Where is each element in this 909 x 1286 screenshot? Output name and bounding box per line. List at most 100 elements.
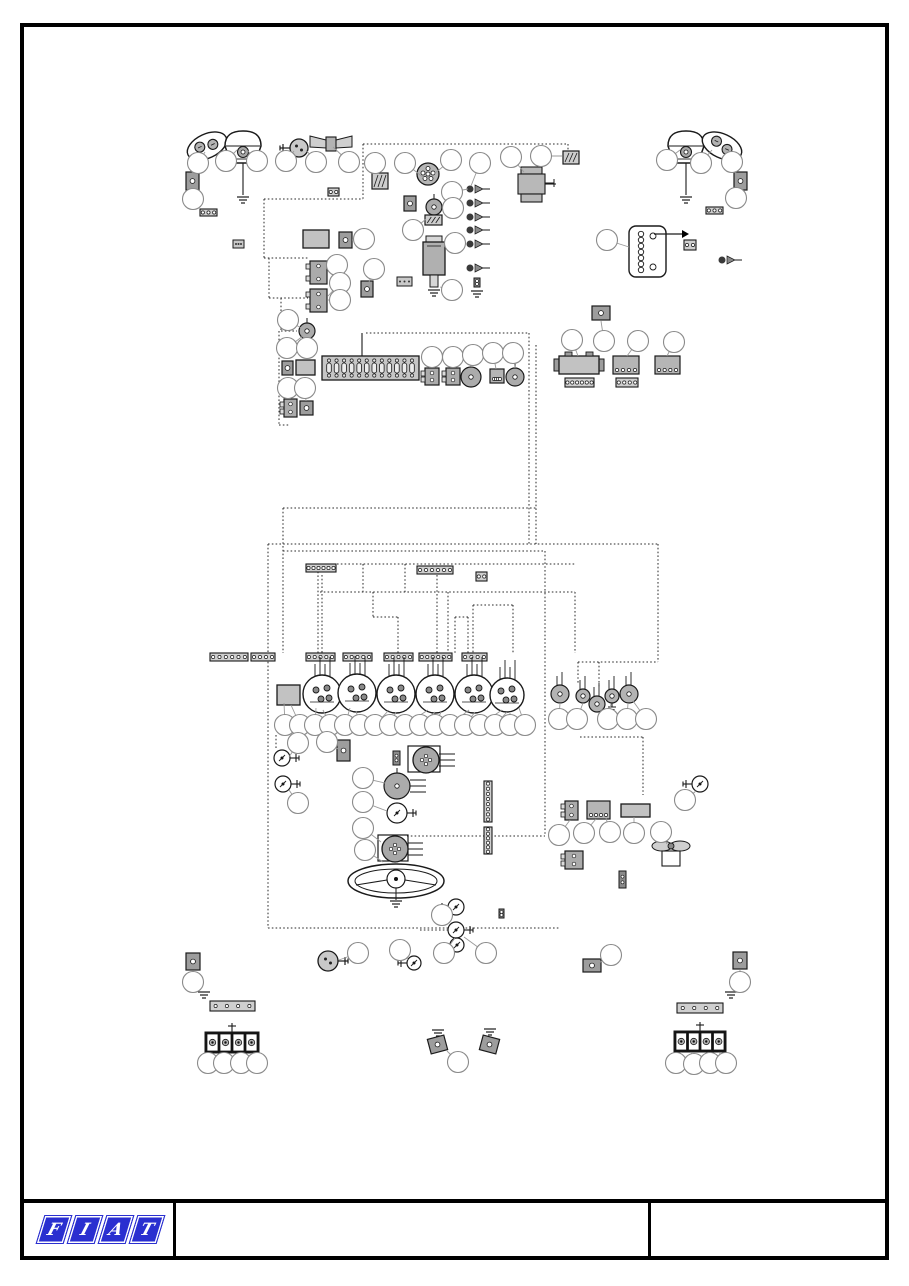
busbar-2 bbox=[615, 377, 639, 388]
switch-wide bbox=[620, 803, 651, 818]
gauge-4 bbox=[415, 657, 455, 714]
horn-switch-top bbox=[279, 138, 309, 158]
conn-vstrip-1 bbox=[483, 780, 493, 823]
connector-2pin-top bbox=[327, 187, 340, 197]
connector-3pin-left bbox=[199, 208, 218, 217]
side-repeater-left bbox=[185, 171, 200, 191]
temp-sender bbox=[424, 214, 443, 226]
gauge-5 bbox=[454, 657, 494, 714]
lamp-unit-bl bbox=[185, 952, 201, 971]
footer-table: F I A T bbox=[24, 1199, 885, 1256]
fuel-gauge-unit bbox=[628, 225, 689, 278]
conn-strip-row-7 bbox=[461, 652, 488, 662]
relay-sm-2 bbox=[299, 400, 314, 416]
connector-3pin-right bbox=[705, 206, 724, 215]
callout-circles bbox=[181, 144, 752, 1076]
spark-plug-6 bbox=[466, 263, 490, 273]
lamp-unit-bm bbox=[582, 958, 602, 973]
main-switch bbox=[295, 359, 316, 376]
sensor-arrow-box bbox=[403, 195, 417, 212]
spark-plug-1 bbox=[466, 184, 490, 194]
brake-switch-2 bbox=[447, 921, 474, 939]
conn-dark bbox=[336, 739, 351, 762]
fog-lamp-left bbox=[426, 1034, 449, 1055]
conn-v-small bbox=[618, 870, 627, 889]
relay-1 bbox=[305, 260, 328, 285]
relay-b bbox=[441, 367, 461, 386]
connector-4dot bbox=[683, 239, 697, 251]
spark-plug-4 bbox=[466, 225, 490, 235]
interior-lamp bbox=[309, 135, 353, 152]
warning-bulb-3 bbox=[588, 683, 606, 713]
ground-pin-top bbox=[473, 277, 481, 288]
busbar-1 bbox=[564, 377, 595, 388]
warning-bulb-4 bbox=[604, 676, 620, 710]
switch-left-2 bbox=[274, 775, 301, 793]
conn-strip-b bbox=[416, 565, 454, 575]
relay-box-top bbox=[371, 172, 389, 190]
conn-strip-row-1 bbox=[209, 652, 249, 662]
conn-strip-row-5 bbox=[383, 652, 414, 662]
conn-strip-row-4 bbox=[342, 652, 373, 662]
steering-wheel bbox=[347, 863, 445, 908]
conn-2v bbox=[392, 750, 401, 766]
control-unit-2 bbox=[654, 355, 681, 375]
ignition-lock bbox=[377, 834, 423, 863]
ignition-switch bbox=[407, 745, 455, 774]
warning-bulb-2 bbox=[575, 676, 591, 704]
striped-box-top bbox=[562, 150, 580, 165]
pin-b bbox=[498, 908, 505, 919]
gauge-6 bbox=[489, 660, 525, 713]
regulator-small bbox=[360, 280, 374, 298]
switch-left-1 bbox=[273, 749, 300, 767]
connector-c bbox=[489, 368, 505, 384]
spark-plug-2 bbox=[466, 198, 490, 208]
arrow-symbol-right bbox=[718, 255, 742, 265]
relay-lower-right bbox=[560, 850, 584, 870]
gauge-1 bbox=[302, 657, 342, 714]
spark-plug-3 bbox=[466, 212, 490, 222]
battery bbox=[553, 351, 605, 375]
control-unit-1 bbox=[612, 355, 640, 375]
relay-right bbox=[586, 800, 611, 820]
lamp-box-b bbox=[591, 305, 611, 321]
spark-plug-5 bbox=[466, 239, 490, 249]
starter-motor bbox=[302, 229, 330, 249]
busbar-br bbox=[676, 1002, 724, 1014]
alternator bbox=[298, 318, 316, 340]
aux-switch bbox=[281, 360, 294, 376]
gauge-3 bbox=[376, 657, 416, 714]
solid-links bbox=[242, 163, 687, 356]
relay-sm-1 bbox=[279, 398, 298, 418]
air-cleaner bbox=[517, 166, 555, 203]
relay-2 bbox=[305, 288, 328, 313]
cluster-module bbox=[276, 684, 301, 706]
rear-cluster-right bbox=[673, 1022, 727, 1053]
distributor bbox=[416, 162, 440, 186]
light-switch bbox=[383, 768, 426, 800]
lamp-box-a bbox=[338, 231, 353, 249]
conn-strip-row-2 bbox=[250, 652, 276, 662]
flasher-unit bbox=[560, 800, 579, 821]
warning-bulb-5 bbox=[619, 672, 639, 704]
switch-right-round bbox=[682, 775, 709, 793]
ignition-coil bbox=[422, 235, 446, 297]
ground-symbols bbox=[198, 196, 737, 1037]
conn-strip-row-6 bbox=[418, 652, 453, 662]
conn-strip-a bbox=[305, 563, 337, 573]
footer-title-cell bbox=[176, 1203, 651, 1256]
busbar-bl bbox=[209, 1000, 256, 1012]
lamp-unit-br bbox=[732, 951, 748, 970]
gauge-2 bbox=[337, 656, 377, 713]
fog-lamp-right bbox=[478, 1034, 501, 1055]
conn-2dot bbox=[475, 571, 488, 582]
wiper-switch bbox=[386, 802, 417, 824]
fuse-box bbox=[321, 355, 420, 381]
conn-vstrip-2 bbox=[483, 826, 493, 855]
horn-bottom bbox=[317, 950, 349, 972]
footer-brand-cell: F I A T bbox=[24, 1203, 176, 1256]
marker-tag-left bbox=[232, 239, 245, 249]
heater-fan bbox=[651, 840, 691, 867]
